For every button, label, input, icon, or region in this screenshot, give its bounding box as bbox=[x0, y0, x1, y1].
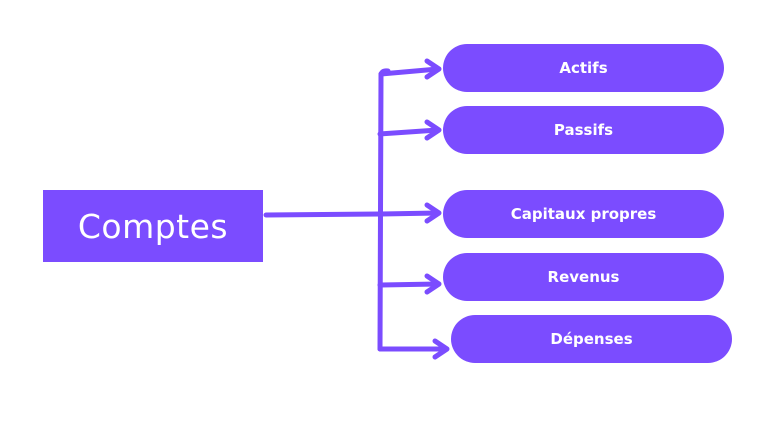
child-node-actifs: Actifs bbox=[443, 44, 724, 92]
child-node-passifs: Passifs bbox=[443, 106, 724, 154]
child-node-label: Revenus bbox=[547, 268, 620, 286]
arrowhead-depenses bbox=[432, 338, 450, 360]
child-node-label: Actifs bbox=[559, 59, 608, 77]
child-node-label: Capitaux propres bbox=[510, 205, 657, 223]
root-node-label: Comptes bbox=[77, 206, 229, 246]
arrowhead-revenus bbox=[424, 273, 442, 295]
child-node-label: Dépenses bbox=[550, 330, 633, 348]
arrowhead-actifs bbox=[424, 58, 442, 80]
connector-branch-passifs bbox=[377, 127, 441, 137]
child-node-revenus: Revenus bbox=[443, 253, 724, 301]
connector-trunk-curl bbox=[378, 68, 391, 79]
child-node-label: Passifs bbox=[553, 121, 614, 139]
child-node-capitaux-propres: Capitaux propres bbox=[443, 190, 724, 238]
connector-branch-revenus bbox=[377, 281, 441, 288]
child-node-depenses: Dépenses bbox=[451, 315, 732, 363]
arrowhead-capitaux bbox=[424, 202, 442, 224]
connector-branch-actifs bbox=[378, 66, 441, 77]
connector-branch-capitaux bbox=[377, 210, 441, 217]
connector-root-line bbox=[263, 211, 383, 218]
root-node-comptes: Comptes bbox=[43, 190, 263, 262]
arrowhead-passifs bbox=[424, 119, 442, 141]
